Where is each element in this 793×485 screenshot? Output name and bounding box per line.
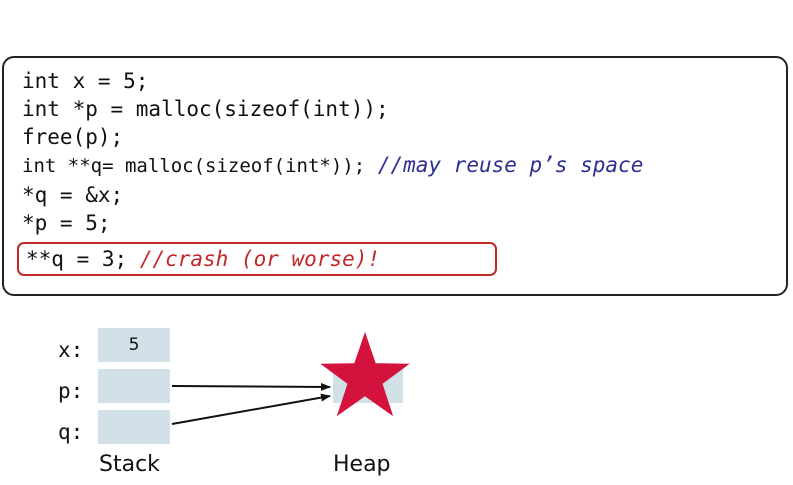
crash-highlight-box — [17, 242, 497, 276]
arrow-q-to-heap — [171, 393, 331, 425]
star-icon — [320, 332, 410, 417]
code-line-6: *p = 5; — [22, 211, 111, 235]
code-line-4-group: int **q= malloc(sizeof(int*)); //may reu… — [22, 151, 643, 180]
code-line-2: int *p = malloc(sizeof(int)); — [22, 97, 389, 121]
stack-cell-p — [98, 369, 170, 403]
code-panel — [2, 56, 788, 296]
stack-cell-x: 5 — [98, 328, 170, 362]
code-line-5: *q = &x; — [22, 183, 124, 207]
code-line-7-group: **q = 3; //crash (or worse)! — [26, 245, 380, 273]
comment-reuse: //may reuse p’s space — [377, 153, 644, 177]
code-line-7: **q = 3; — [26, 247, 128, 271]
code-line-3: free(p); — [22, 125, 124, 149]
label-x: x: — [58, 338, 84, 362]
stack-caption: Stack — [99, 452, 160, 477]
code-line-4: int **q= malloc(sizeof(int*)); — [22, 155, 366, 177]
heap-caption: Heap — [333, 452, 391, 477]
stack-cell-q — [98, 410, 170, 444]
comment-crash: //crash (or worse)! — [139, 247, 381, 271]
label-q: q: — [58, 420, 84, 444]
code-line-1: int x = 5; — [22, 69, 149, 93]
label-p: p: — [58, 379, 84, 403]
arrow-p-to-heap — [171, 382, 331, 391]
